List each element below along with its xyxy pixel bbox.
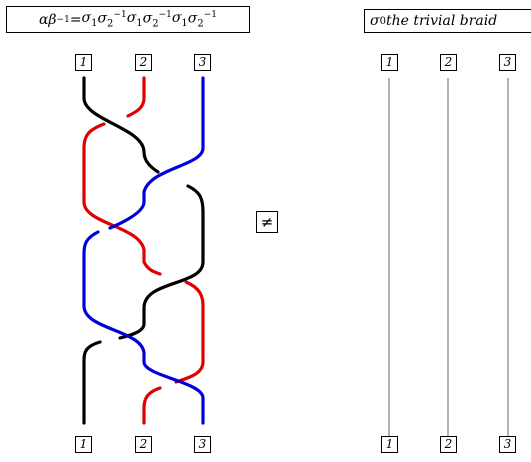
word-generator-3: σ1: [126, 10, 143, 29]
left-top-label-1: 1: [75, 54, 92, 71]
title-alpha-beta: αβ: [38, 11, 57, 28]
left-top-label-2: 2: [135, 54, 152, 71]
not-equal-symbol: ≠: [256, 211, 278, 233]
left-top-label-3: 3: [194, 54, 211, 71]
left-bottom-label-1: 1: [75, 436, 92, 453]
blue-strand: [82, 76, 205, 425]
right-top-label-3: 3: [499, 54, 516, 71]
beta-exponent: −1: [56, 14, 70, 25]
word-generator-6: σ2−1: [187, 9, 218, 30]
trivial-symbol: σ: [370, 13, 380, 29]
word-generator-4: σ2−1: [142, 9, 172, 30]
trivial-subscript: 0: [379, 15, 386, 27]
right-top-label-1: 1: [381, 54, 398, 71]
right-bottom-label-3: 3: [499, 436, 516, 453]
word-generator-1: σ1: [81, 10, 98, 29]
right-top-label-2: 2: [440, 54, 457, 71]
left-braid-title: αβ−1 = σ1 σ2−1 σ1 σ2−1 σ1 σ2−1: [6, 6, 250, 33]
left-bottom-label-3: 3: [194, 436, 211, 453]
trivial-text: the trivial braid: [385, 13, 498, 29]
right-bottom-label-1: 1: [381, 436, 398, 453]
right-bottom-label-2: 2: [440, 436, 457, 453]
title-equals: =: [69, 11, 82, 28]
word-generator-5: σ1: [171, 10, 188, 29]
black-strand: [82, 76, 205, 425]
left-bottom-label-2: 2: [135, 436, 152, 453]
word-generator-2: σ2−1: [97, 9, 127, 30]
